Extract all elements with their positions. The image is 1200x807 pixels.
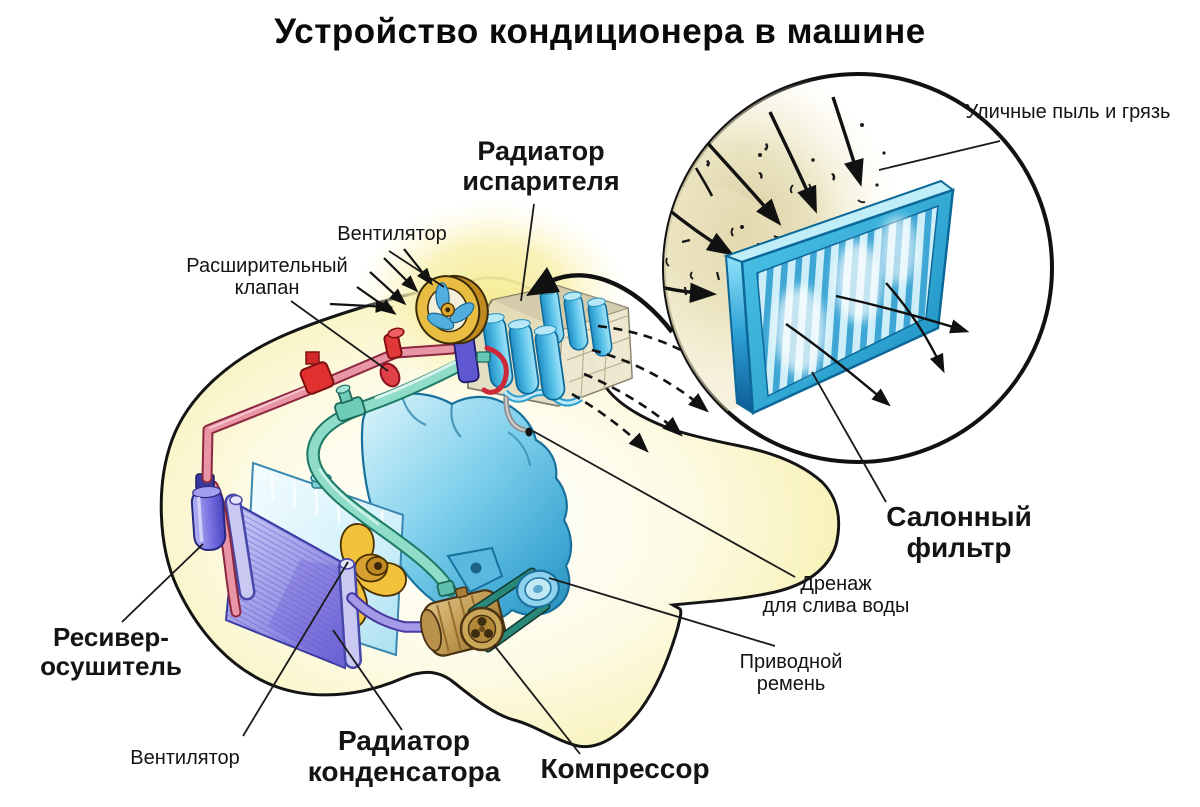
label-condenser-radiator: Радиатор конденсатора [307, 725, 501, 788]
evaporator-coils-front [481, 313, 566, 401]
intake-airflow-arrows-icon [329, 248, 434, 315]
leader-compressor [493, 644, 581, 755]
leader-lines [121, 140, 1001, 755]
leader-fan-bottom [242, 561, 349, 737]
label-expansion-valve: Расширительный клапан [186, 255, 348, 300]
leader-cabin-filter [811, 371, 887, 503]
cabin-filter-inset [662, 72, 1054, 464]
low-pressure-line [306, 359, 465, 597]
label-compressor: Компрессор [540, 753, 710, 784]
engine-pulley [516, 569, 560, 609]
leader-condenser-radiator [332, 629, 403, 731]
page-title: Устройство кондиционера в машине [274, 12, 926, 51]
label-evaporator-radiator: Радиатор испарителя [462, 136, 620, 197]
compressor-clutch-pulley [459, 606, 505, 652]
inset-pointer-arrow-icon [526, 267, 674, 334]
evaporator-coils-back [538, 285, 613, 357]
low-pressure-tee-fitting [334, 384, 366, 422]
leader-expansion-valve [290, 300, 389, 372]
clean-air-arrows-icon [785, 282, 970, 407]
label-cabin-filter: Салонный фильтр [886, 501, 1032, 564]
leader-evaporator-radiator [520, 203, 535, 302]
drain-pipe [503, 395, 533, 437]
evaporator-fan [415, 275, 489, 345]
service-valve [299, 351, 335, 395]
label-fan-bottom: Вентилятор [130, 747, 240, 769]
evaporator-red-hose [481, 345, 509, 395]
condenser-core [224, 493, 362, 670]
leader-fan-top [388, 250, 445, 288]
leader-drain [532, 430, 796, 578]
expansion-valve [379, 327, 405, 388]
engine-mount-bracket [446, 546, 504, 594]
cabin-filter-element [723, 179, 956, 415]
label-drive-belt: Приводной ремень [739, 651, 843, 696]
leader-receiver-dryer [121, 543, 204, 623]
receiver-dryer [190, 473, 227, 552]
leader-drive-belt [548, 577, 776, 647]
label-receiver-dryer: Ресивер- осушитель [40, 622, 182, 682]
label-drain: Дренаж для слива воды [762, 573, 910, 618]
leader-street-dust [878, 140, 1001, 171]
label-fan-top: Вентилятор [337, 223, 447, 245]
label-street-dust: Уличные пыль и грязь [965, 101, 1171, 123]
dirty-air-arrows-icon [664, 96, 864, 303]
